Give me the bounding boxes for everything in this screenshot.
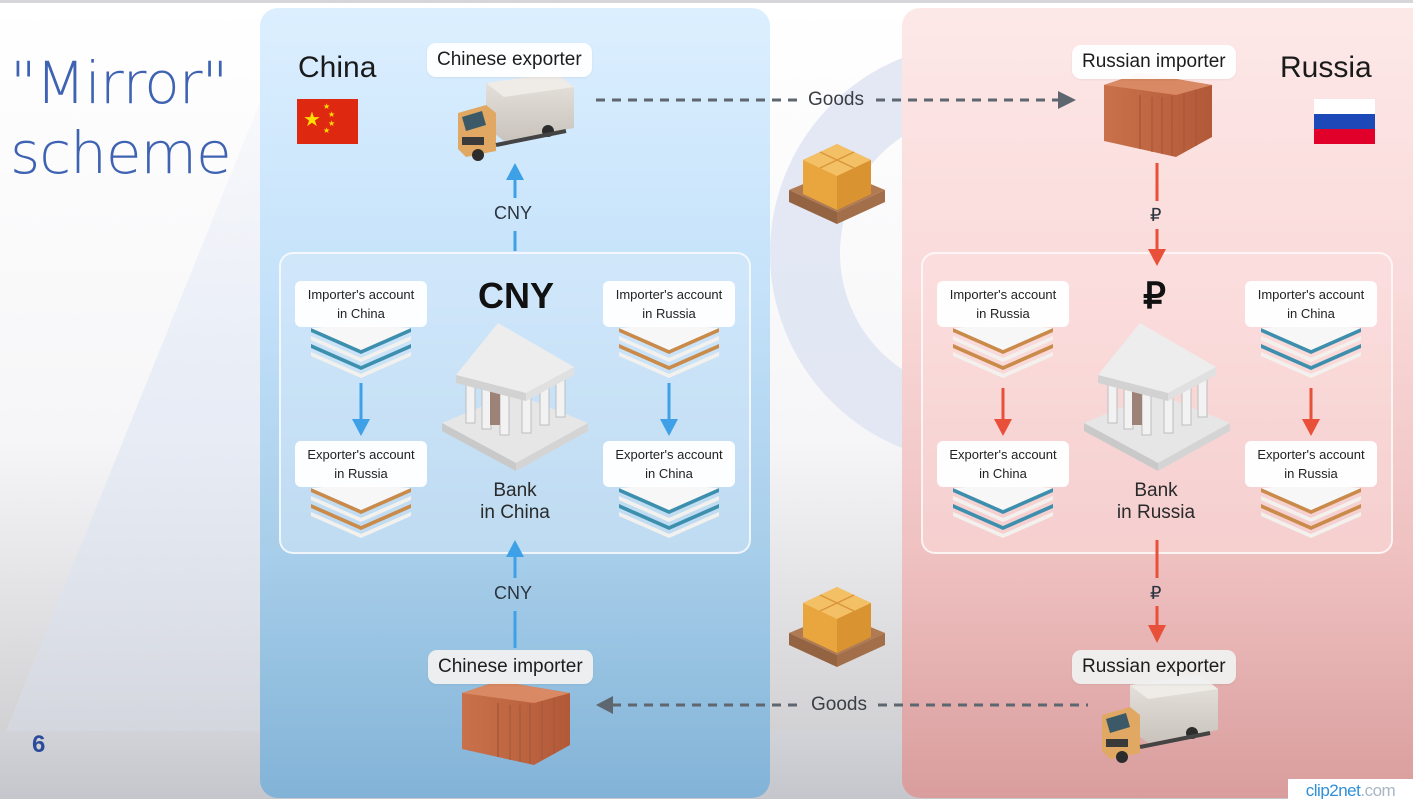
russia-bank-icon bbox=[1084, 323, 1230, 471]
cny-arrow-top bbox=[506, 163, 524, 251]
russian-importer-label: Russian importer bbox=[1072, 45, 1236, 79]
clip2net-watermark: clip2net.com bbox=[1288, 779, 1413, 799]
account-label-line2: in China bbox=[979, 466, 1027, 481]
china-bank-caption: Bank in China bbox=[445, 480, 585, 524]
diagram-graphics bbox=[311, 73, 1361, 765]
china-flag-icon: ★ ★ ★ ★ ★ bbox=[297, 99, 358, 144]
china-bank-icon bbox=[442, 323, 588, 471]
account-label-line2: in China bbox=[645, 466, 693, 481]
account-label-line1: Importer's account bbox=[1257, 287, 1365, 302]
russia-exporter-account-in-china: Exporter's account in China bbox=[937, 441, 1069, 487]
china-importer-account-in-china: Importer's account in China bbox=[295, 281, 427, 327]
ledger-stack-icon-china-exporter-cn bbox=[619, 484, 719, 538]
watermark-domain: .com bbox=[1360, 781, 1396, 799]
russia-bank-caption: Bank in Russia bbox=[1086, 480, 1226, 524]
china-bank-currency: CNY bbox=[478, 275, 555, 316]
account-label-line2: in Russia bbox=[1284, 466, 1338, 481]
china-left-account-arrow bbox=[352, 383, 370, 436]
russia-title: Russia bbox=[1280, 51, 1372, 84]
page-number: 6 bbox=[32, 731, 46, 758]
account-label-line2: in China bbox=[1287, 306, 1335, 321]
chinese-importer-label: Chinese importer bbox=[428, 650, 593, 684]
ledger-stack-icon-china-exporter-ru bbox=[311, 484, 411, 538]
china-right-account-arrow bbox=[660, 383, 678, 436]
china-exporter-account-in-china: Exporter's account in China bbox=[603, 441, 735, 487]
china-title: China bbox=[298, 51, 377, 84]
cny-flow-label-top: CNY bbox=[494, 203, 533, 223]
russian-exporter-truck-icon bbox=[1102, 675, 1218, 763]
russia-flag-icon bbox=[1314, 99, 1375, 144]
china-bank-caption-line2: in China bbox=[480, 502, 550, 523]
chinese-exporter-label: Chinese exporter bbox=[427, 43, 592, 77]
russian-exporter-label: Russian exporter bbox=[1072, 650, 1236, 684]
title-line-2: scheme bbox=[10, 119, 232, 187]
goods-arrow-bottom bbox=[596, 696, 1088, 714]
ledger-stack-icon-russia-importer-cn bbox=[1261, 324, 1361, 378]
goods-label-bottom: Goods bbox=[811, 694, 867, 715]
ledger-stack-icon-russia-exporter-cn bbox=[953, 484, 1053, 538]
account-label-line2: in China bbox=[337, 306, 385, 321]
chinese-exporter-truck-icon bbox=[458, 73, 574, 161]
china-importer-account-in-russia: Importer's account in Russia bbox=[603, 281, 735, 327]
russian-importer-container-icon bbox=[1104, 73, 1212, 157]
china-bank-caption-line1: Bank bbox=[493, 480, 537, 501]
russia-importer-account-in-russia: Importer's account in Russia bbox=[937, 281, 1069, 327]
goods-label-top: Goods bbox=[808, 89, 864, 110]
ledger-stack-icon-china-importer-cn bbox=[311, 324, 411, 378]
russia-bank-caption-line2: in Russia bbox=[1116, 502, 1196, 523]
goods-arrow-top bbox=[596, 91, 1076, 109]
rub-flow-label-bottom: ₽ bbox=[1150, 583, 1162, 603]
title-line-1: "Mirror" bbox=[10, 49, 228, 117]
pallet-boxes-icon-top bbox=[789, 144, 885, 224]
slide-title: "Mirror" scheme bbox=[10, 48, 232, 188]
russia-bank-currency: ₽ bbox=[1143, 275, 1166, 316]
rub-flow-label-top: ₽ bbox=[1150, 205, 1162, 225]
account-label-line1: Exporter's account bbox=[615, 447, 723, 462]
russia-bank-caption-line1: Bank bbox=[1134, 480, 1178, 501]
ledger-stack-icon-china-importer-ru bbox=[619, 324, 719, 378]
cny-arrow-bottom bbox=[506, 540, 524, 648]
account-label-line1: Exporter's account bbox=[307, 447, 415, 462]
russia-importer-account-in-china: Importer's account in China bbox=[1245, 281, 1377, 327]
pallet-boxes-icon-bottom bbox=[789, 587, 885, 667]
russia-exporter-account-in-russia: Exporter's account in Russia bbox=[1245, 441, 1377, 487]
watermark-brand: clip2net bbox=[1305, 781, 1361, 799]
account-label-line1: Exporter's account bbox=[1257, 447, 1365, 462]
account-label-line1: Importer's account bbox=[307, 287, 415, 302]
china-exporter-account-in-russia: Exporter's account in Russia bbox=[295, 441, 427, 487]
account-label-line1: Exporter's account bbox=[949, 447, 1057, 462]
account-label-line2: in Russia bbox=[334, 466, 388, 481]
chinese-importer-container-icon bbox=[462, 681, 570, 765]
ledger-stack-icon-russia-exporter-ru bbox=[1261, 484, 1361, 538]
rub-arrow-top bbox=[1148, 163, 1166, 266]
ledger-stack-icon-russia-importer-ru bbox=[953, 324, 1053, 378]
account-label-line1: Importer's account bbox=[949, 287, 1057, 302]
cny-flow-label-bottom: CNY bbox=[494, 583, 533, 603]
account-label-line2: in Russia bbox=[976, 306, 1030, 321]
russia-right-account-arrow bbox=[1302, 388, 1320, 436]
russia-left-account-arrow bbox=[994, 388, 1012, 436]
account-label-line1: Importer's account bbox=[615, 287, 723, 302]
account-label-line2: in Russia bbox=[642, 306, 696, 321]
rub-arrow-bottom bbox=[1148, 540, 1166, 643]
